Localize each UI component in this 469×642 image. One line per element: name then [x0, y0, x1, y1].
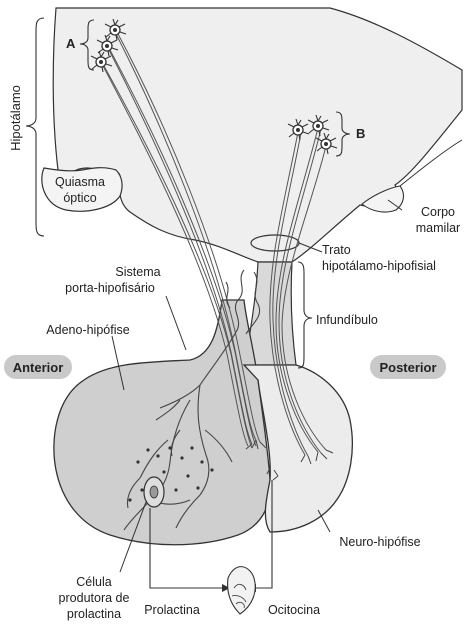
mammary-gland [228, 567, 256, 614]
hypothalamus-region [53, 8, 462, 262]
label-quiasma-2: óptico [63, 191, 96, 205]
bracket-hipotalamo [26, 18, 44, 236]
label-celula-2: produtora de [59, 591, 130, 605]
label-adeno: Adeno-hipófise [46, 323, 129, 337]
label-anterior: Anterior [13, 360, 64, 375]
label-group-a: A [66, 36, 76, 51]
label-celula-1: Célula [76, 575, 111, 589]
label-group-b: B [356, 126, 365, 141]
label-celula-3: prolactina [67, 607, 121, 621]
label-ocitocina: Ocitocina [268, 603, 320, 617]
label-sistema-1: Sistema [115, 265, 160, 279]
label-corpo-1: Corpo [421, 205, 455, 219]
label-prolactina: Prolactina [144, 603, 200, 617]
bracket-infundibulo [298, 262, 312, 368]
label-trato-1: Trato [322, 243, 351, 257]
label-posterior: Posterior [379, 360, 436, 375]
label-quiasma-1: Quiasma [55, 175, 105, 189]
label-sistema-2: porta-hipofisário [65, 281, 155, 295]
label-infundibulo: Infundíbulo [316, 313, 378, 327]
label-neuro: Neuro-hipófise [339, 535, 420, 549]
label-trato-2: hipotálamo-hipofisial [322, 259, 436, 273]
label-corpo-2: mamilar [416, 221, 460, 235]
label-hipotalamo: Hipotálamo [8, 85, 23, 151]
